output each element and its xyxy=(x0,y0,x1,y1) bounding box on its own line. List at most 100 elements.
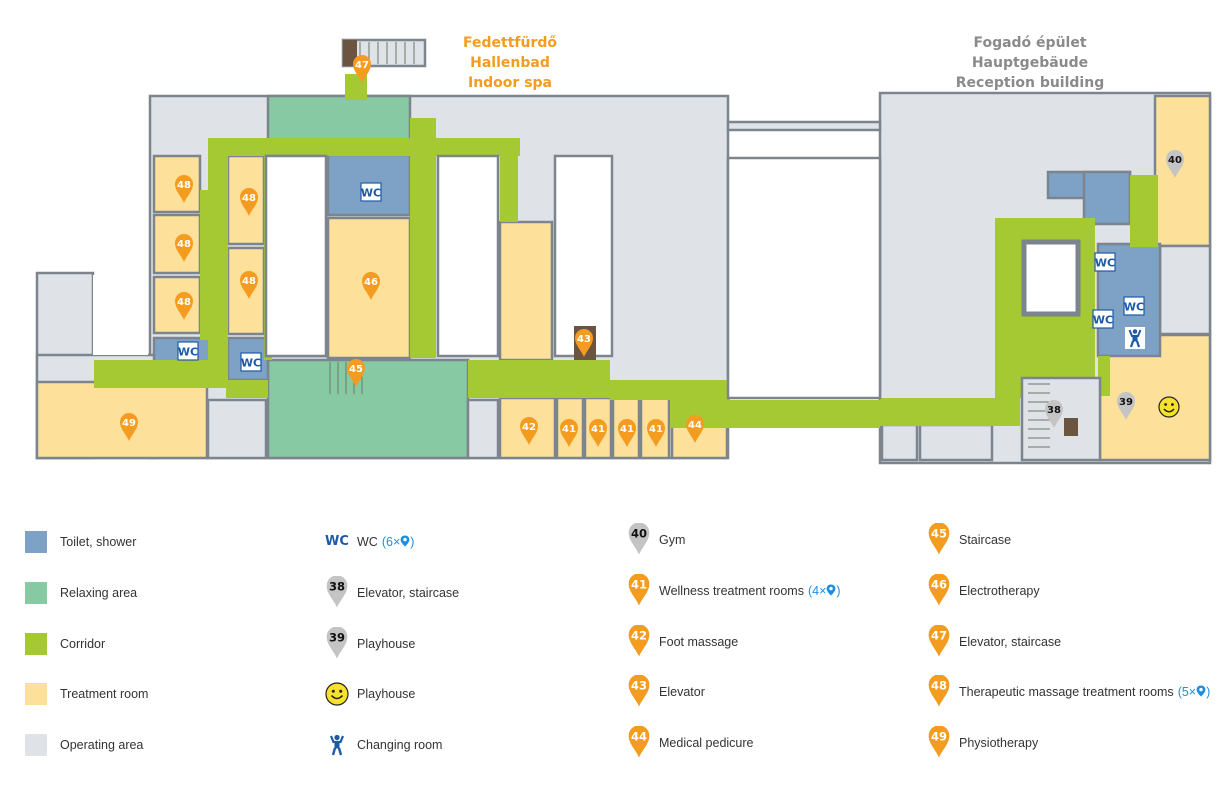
map-marker-icon xyxy=(1196,685,1206,697)
pin-number: 48 xyxy=(242,276,256,287)
gray-pin-icon: 40 xyxy=(625,523,653,557)
spa-building-title: Fedettfürdő Hallenbad Indoor spa xyxy=(440,33,580,93)
operating-room-small xyxy=(466,398,500,460)
orange-pin-icon xyxy=(575,329,593,357)
pin-number: 47 xyxy=(931,628,947,642)
wc-badge-label: WC xyxy=(178,346,198,359)
legend-label: Elevator, staircase xyxy=(959,635,1062,649)
orange-pin-icon xyxy=(560,419,578,447)
pin-number: 46 xyxy=(364,277,378,288)
wellness-count[interactable]: (4×) xyxy=(807,584,841,598)
orange-pin-icon xyxy=(628,675,650,707)
massage-count[interactable]: (5×) xyxy=(1177,685,1211,699)
pin-number: 47 xyxy=(355,60,369,71)
pin-number: 43 xyxy=(577,334,591,345)
smiley-face xyxy=(1158,396,1180,418)
wc-badge-bg xyxy=(1123,296,1145,316)
wc-badge-bg xyxy=(177,341,199,361)
treatment-room-right-of-hall xyxy=(498,220,554,362)
wc-map-badge: WC xyxy=(240,352,262,372)
wc-map-badge: WC xyxy=(177,341,199,361)
orange-pin-icon xyxy=(628,574,650,606)
pin-number: 43 xyxy=(631,678,647,692)
map-marker-icon xyxy=(400,535,410,547)
pin-number: 40 xyxy=(631,526,647,540)
orange-pin-icon xyxy=(353,55,371,83)
wc-badge-bg xyxy=(1092,309,1114,329)
pin-number: 48 xyxy=(177,239,191,250)
orange-pin-icon xyxy=(120,413,138,441)
spa-title-line-3: Indoor spa xyxy=(467,75,552,91)
wc-map-badge: WC xyxy=(1092,309,1114,329)
toilet-swatch xyxy=(25,531,47,553)
changing-icon-legs xyxy=(1129,340,1141,348)
legend-label: Relaxing area xyxy=(60,586,138,600)
pool-hall-left xyxy=(264,154,328,358)
wc-badge-label: WC xyxy=(1095,257,1115,270)
legend-item-gym: 40 Gym xyxy=(625,523,685,557)
orange-pin-icon: 44 xyxy=(625,726,653,760)
pin-number: 44 xyxy=(631,729,647,743)
orange-pin-icon xyxy=(928,726,950,758)
legend-item-medical-pedicure: 44 Medical pedicure xyxy=(625,726,754,760)
legend-item-playhouse-smiley: Playhouse xyxy=(323,677,415,711)
gray-pin-icon xyxy=(1117,392,1135,420)
pin-number: 49 xyxy=(931,729,947,743)
legend-item-physiotherapy: 49 Physiotherapy xyxy=(925,726,1038,760)
treatment-swatch xyxy=(25,683,47,705)
pin-number: 48 xyxy=(931,678,947,692)
stair-room-38 xyxy=(1020,376,1102,462)
legend-item-foot-massage: 42 Foot massage xyxy=(625,625,738,659)
pin-number: 38 xyxy=(1047,405,1061,416)
gray-pin-icon xyxy=(326,627,348,659)
pin-number: 39 xyxy=(1119,397,1133,408)
corridor-east-lower xyxy=(468,360,610,398)
legend-item-electrotherapy: 46 Electrotherapy xyxy=(925,574,1040,608)
legend-label: Elevator, staircase xyxy=(357,586,460,600)
legend-item-elevator-staircase-47: 47 Elevator, staircase xyxy=(925,625,1061,659)
wc-badge-bg xyxy=(1094,252,1116,272)
reception-corridor xyxy=(880,398,1020,426)
connector-top xyxy=(726,120,882,132)
wc-count[interactable]: (6×) xyxy=(381,535,415,549)
wc-map-badge: WC xyxy=(360,182,382,202)
west-gap xyxy=(93,275,148,355)
operating-swatch xyxy=(25,734,47,756)
pin-number: 38 xyxy=(329,579,345,593)
legend-item-therapeutic-massage: 48 Therapeutic massage treatment rooms (… xyxy=(925,675,1210,709)
pin-number: 40 xyxy=(1168,155,1182,166)
orange-pin-icon xyxy=(589,419,607,447)
wc-map-badge: WC xyxy=(1123,296,1145,316)
legend-label: Foot massage xyxy=(659,635,739,649)
legend-label: Playhouse xyxy=(357,637,416,651)
wc-map-badge: WC xyxy=(1094,252,1116,272)
corridor-central-vertical xyxy=(410,118,436,358)
orange-pin-icon xyxy=(928,523,950,555)
reception-title-line-1: Fogadó épület xyxy=(973,35,1087,51)
wc-badge-label: WC xyxy=(1093,314,1113,327)
legend-label: Physiotherapy xyxy=(959,736,1039,750)
operating-room-r1 xyxy=(880,423,919,462)
legend-label: Gym xyxy=(659,533,686,547)
relax-area-bottom xyxy=(266,358,470,460)
pin-number: 41 xyxy=(591,424,605,435)
changing-icon-body xyxy=(1132,335,1138,342)
pin-number: 45 xyxy=(349,364,363,375)
legend-item-staircase: 45 Staircase xyxy=(925,523,1011,557)
legend-item-corridor: Corridor xyxy=(25,627,105,661)
smiley-icon xyxy=(323,677,351,711)
wc-badge-label: WC xyxy=(1124,301,1144,314)
pin-number: 49 xyxy=(122,418,136,429)
pin-number: 48 xyxy=(177,297,191,308)
legend-label: Staircase xyxy=(959,533,1012,547)
legend-item-wc: WC WC (6×) xyxy=(323,525,414,559)
gray-pin-icon: 38 xyxy=(323,576,351,610)
pin-number: 48 xyxy=(242,193,256,204)
wc-badge-bg xyxy=(360,182,382,202)
elevator-38 xyxy=(1064,418,1078,436)
wc-badge-bg xyxy=(240,352,262,372)
pin-number: 41 xyxy=(649,424,663,435)
orange-pin-icon: 49 xyxy=(925,726,953,760)
corridor-top xyxy=(208,138,520,156)
